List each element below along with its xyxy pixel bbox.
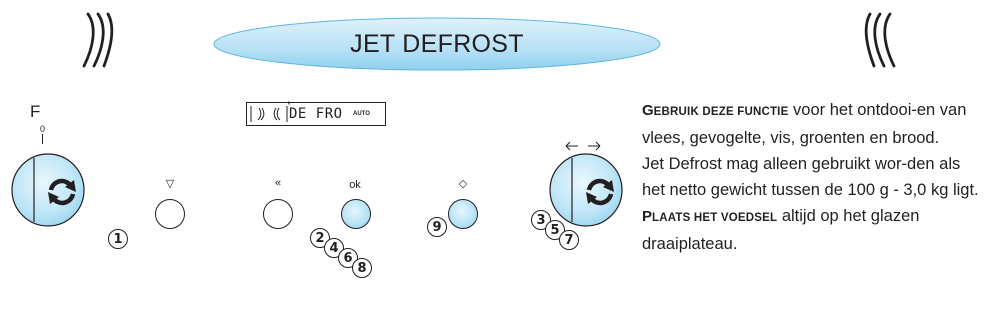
page-title: JET DEFROST — [350, 29, 524, 58]
title-banner: JET DEFROST — [212, 16, 662, 72]
display-wave-icon — [250, 106, 288, 122]
back-button[interactable] — [263, 199, 293, 229]
banner-ellipse — [213, 17, 661, 71]
rotate-arrows-icon — [586, 178, 614, 206]
stop-icon: ▽ — [165, 178, 175, 190]
start-button[interactable] — [448, 199, 478, 229]
display-mode: AUTO — [353, 111, 370, 117]
left-dial-knob[interactable] — [8, 148, 90, 232]
left-right-arrows-icon — [565, 141, 601, 151]
step-marker-1: 1 — [108, 229, 128, 249]
step-marker-8: 8 — [352, 258, 372, 278]
display-star-icon: * — [287, 100, 291, 111]
rotate-arrows-icon — [48, 178, 76, 206]
microwave-left-icon — [82, 12, 114, 68]
ok-label: ok — [349, 179, 361, 191]
back-arrows-icon: « — [274, 177, 282, 189]
right-dial-knob[interactable] — [546, 150, 628, 234]
ok-button[interactable] — [341, 199, 371, 229]
display-text: DE FRO — [289, 106, 343, 122]
instructions-text: GEBRUIK DEZE FUNCTIE voor het ontdooi-en… — [642, 97, 982, 257]
step-marker-9: 9 — [427, 217, 447, 237]
instruction-paragraph-1: GEBRUIK DEZE FUNCTIE voor het ontdooi-en… — [642, 101, 967, 147]
left-knob-indicator: 0 — [40, 124, 46, 134]
left-knob-tick — [42, 134, 43, 144]
start-icon: ◇ — [458, 178, 468, 190]
lcd-display: * DE FRO AUTO — [246, 100, 386, 126]
left-knob-label: F — [30, 102, 41, 121]
stop-button[interactable] — [155, 199, 185, 229]
step-marker-7: 7 — [559, 230, 579, 250]
microwave-right-icon — [864, 12, 896, 68]
instruction-paragraph-2: Jet Defrost mag alleen gebruikt wor-den … — [642, 155, 979, 199]
instruction-paragraph-3: PLAATS HET VOEDSEL altijd op het glazen … — [642, 207, 920, 253]
